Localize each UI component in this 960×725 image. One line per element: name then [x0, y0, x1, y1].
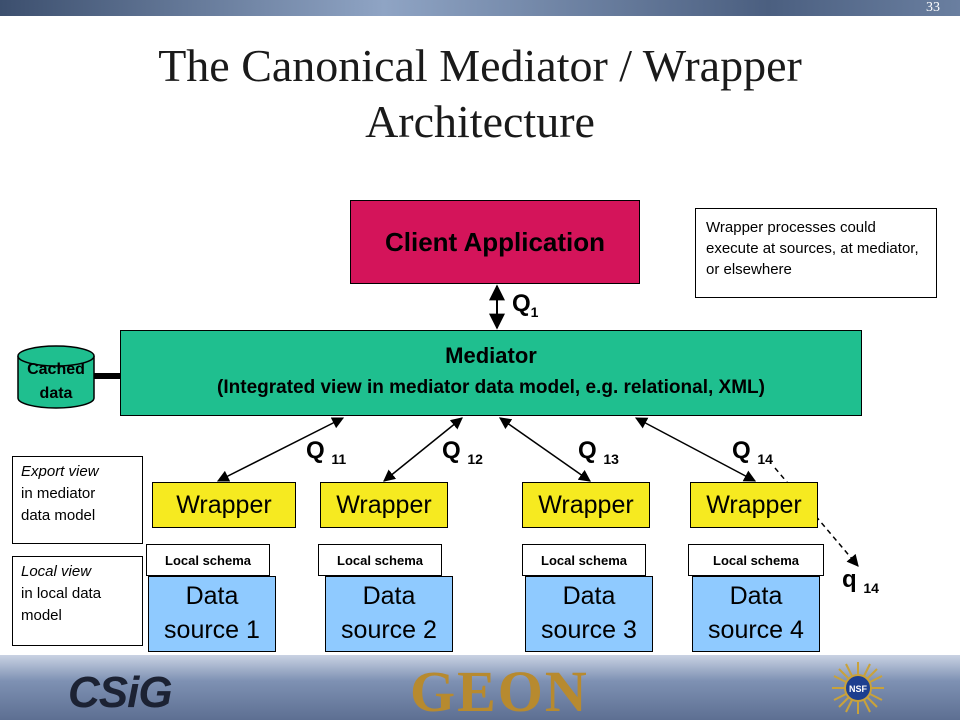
cached-data-label: Cached data — [16, 358, 96, 406]
wrapper-4: Wrapper — [690, 482, 818, 528]
local-schema-3: Local schema — [522, 544, 646, 576]
nsf-logo-text: NSF — [849, 684, 868, 694]
q11-sub: 11 — [331, 450, 347, 467]
data-source-4-line1: Data — [729, 582, 783, 610]
wrapper-note: Wrapper processes could execute at sourc… — [695, 208, 937, 298]
local-schema-4: Local schema — [688, 544, 824, 576]
data-source-4: Data source 4 — [692, 576, 820, 652]
local-view-line2: in local data — [21, 585, 102, 602]
local-view-line3: model — [21, 607, 62, 624]
q13-base: Q — [578, 437, 597, 464]
mediator-box: Mediator (Integrated view in mediator da… — [120, 330, 862, 416]
wrapper-3: Wrapper — [522, 482, 650, 528]
q1-base: Q — [512, 290, 531, 317]
arrow-q11 — [216, 417, 345, 482]
query-q14-local: q 14 — [842, 566, 879, 596]
query-q12: Q 12 — [442, 437, 483, 467]
data-source-2: Data source 2 — [325, 576, 453, 652]
local-schema-2: Local schema — [318, 544, 442, 576]
q14-local-base: q — [842, 566, 857, 593]
data-source-1: Data source 1 — [148, 576, 276, 652]
query-q1: Q1 — [512, 290, 538, 320]
cached-data-line2: data — [39, 385, 73, 402]
local-schema-1: Local schema — [146, 544, 270, 576]
q14-base: Q — [732, 437, 751, 464]
top-banner — [0, 0, 960, 16]
mediator-title: Mediator — [445, 343, 537, 368]
mediator-subtitle: (Integrated view in mediator data model,… — [217, 377, 765, 398]
data-source-1-line2: source 1 — [164, 616, 260, 644]
query-q13: Q 13 — [578, 437, 619, 467]
csig-logo: CSiG — [68, 668, 173, 717]
data-source-1-line1: Data — [185, 582, 239, 610]
cached-data-cylinder — [17, 345, 95, 409]
footer-banner — [0, 655, 960, 720]
arrow-q12 — [383, 417, 463, 482]
wrapper-2: Wrapper — [320, 482, 448, 528]
q14-local-sub: 14 — [863, 579, 879, 596]
export-view-line3: data model — [21, 507, 96, 524]
q12-base: Q — [442, 437, 461, 464]
data-source-2-line2: source 2 — [341, 616, 437, 644]
title-line-2: Architecture — [365, 96, 595, 147]
data-source-4-line2: source 4 — [708, 616, 804, 644]
local-view-italic: Local view — [21, 563, 92, 580]
title-line-1: The Canonical Mediator / Wrapper — [158, 40, 802, 91]
nsf-logo: NSF — [832, 662, 884, 714]
export-view-line2: in mediator — [21, 485, 96, 502]
query-q14: Q 14 — [732, 437, 773, 467]
q14-sub: 14 — [757, 450, 773, 467]
wrapper-1: Wrapper — [152, 482, 296, 528]
arrow-q13 — [499, 417, 591, 482]
data-source-2-line1: Data — [362, 582, 416, 610]
slide-title: The Canonical Mediator / Wrapper Archite… — [0, 38, 960, 150]
local-view-note: Local view in local data model — [12, 556, 143, 646]
data-source-3-line2: source 3 — [541, 616, 637, 644]
data-source-3-line1: Data — [562, 582, 616, 610]
export-view-note: Export view in mediator data model — [12, 456, 143, 544]
arrow-q14 — [634, 417, 757, 482]
q11-base: Q — [306, 437, 325, 464]
cached-data-line1: Cached — [27, 361, 85, 378]
page-number: 33 — [926, 0, 940, 15]
q12-sub: 12 — [467, 450, 483, 467]
export-view-italic: Export view — [21, 463, 99, 480]
geon-logo: GEON — [410, 659, 589, 724]
query-q11: Q 11 — [306, 437, 346, 467]
q13-sub: 13 — [603, 450, 619, 467]
data-source-3: Data source 3 — [525, 576, 653, 652]
q1-sub: 1 — [530, 303, 539, 320]
client-application-box: Client Application — [350, 200, 640, 284]
